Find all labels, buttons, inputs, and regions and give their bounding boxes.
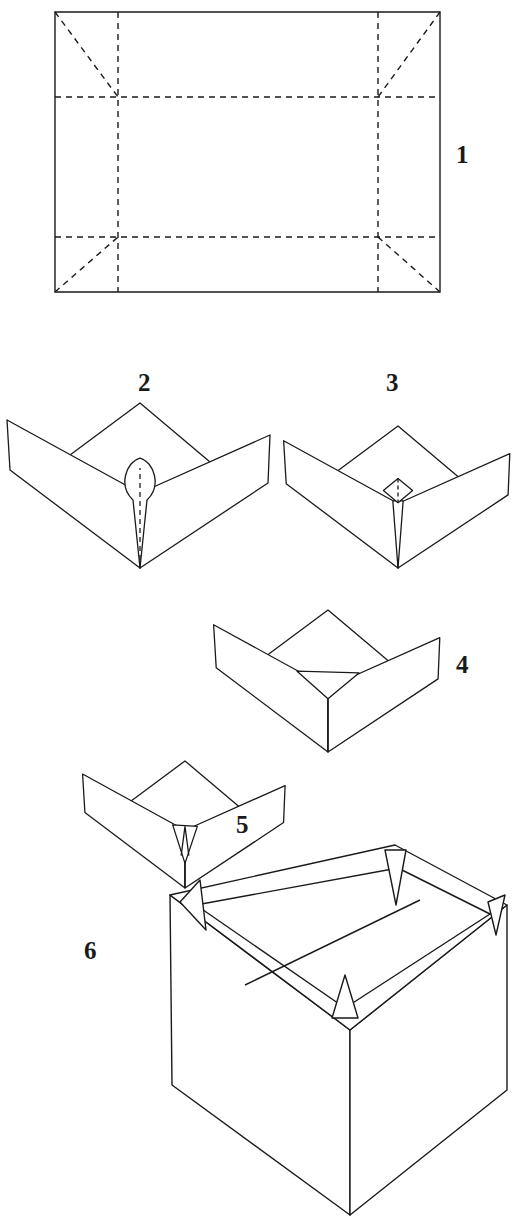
step-number: 2 [138, 370, 151, 395]
fold-line [55, 96, 440, 97]
corner-edge [181, 826, 189, 888]
tray-wall [214, 625, 328, 752]
tray-wall [83, 774, 185, 888]
fold-line [139, 468, 140, 560]
tray-wall [140, 435, 270, 568]
fold-line [55, 12, 118, 97]
tray-wall [7, 420, 140, 568]
fold-line [117, 12, 118, 292]
corner-flap [488, 895, 505, 935]
squashed-flap [383, 479, 412, 503]
tray-corner-step [214, 610, 440, 752]
corner-flap [332, 975, 358, 1018]
step-number: 6 [84, 938, 97, 963]
tray-floor [268, 610, 388, 661]
tray-corner-step [7, 403, 270, 568]
finished-box [170, 845, 507, 1215]
fold-lines [55, 12, 440, 292]
fold-line [378, 12, 440, 97]
tray-corner-step [284, 426, 510, 568]
step-number: 5 [236, 812, 249, 837]
fold-line [55, 237, 118, 292]
corner-flap [125, 458, 155, 568]
crease-pattern [55, 12, 440, 292]
corner-flap [297, 671, 359, 699]
corner-flap [393, 501, 403, 568]
tray-wall [398, 454, 510, 568]
fold-line [397, 479, 398, 503]
box-rim [170, 845, 507, 1030]
tray-floor [70, 403, 210, 462]
paper-square [55, 12, 440, 292]
corner-flap [385, 850, 406, 905]
tray-wall [284, 441, 398, 568]
step-number: 4 [456, 652, 469, 677]
corner-edge [327, 699, 328, 752]
corner-flap [180, 880, 206, 930]
tray-floor [131, 761, 239, 806]
step-number: 3 [386, 370, 399, 395]
tray-wall [328, 638, 440, 752]
tray-floor [338, 426, 458, 477]
tray-corner-step [83, 761, 286, 888]
fold-line [378, 237, 440, 292]
fold-line [55, 236, 440, 237]
box-floor-edge [245, 900, 420, 985]
step-number: 1 [456, 142, 469, 167]
fold-line [377, 12, 378, 292]
